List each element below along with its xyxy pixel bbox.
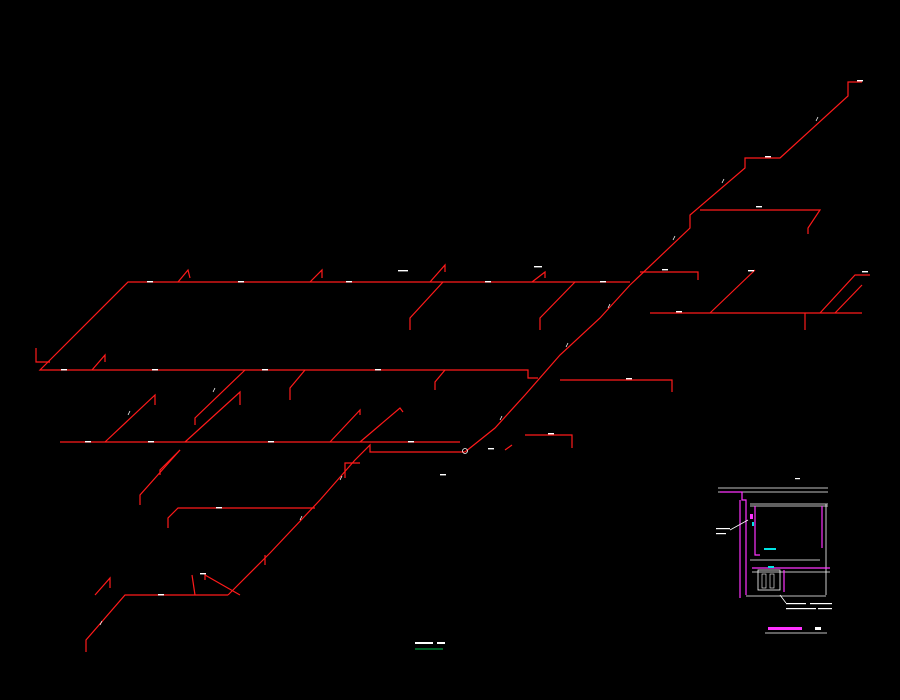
lower-branch-6 — [191, 574, 196, 596]
drop-11 — [434, 369, 446, 390]
main-pipe-middle — [464, 284, 631, 453]
drop-8 — [91, 353, 106, 371]
pipe-network — [35, 81, 870, 652]
branch-right-1 — [700, 209, 822, 234]
main-pipe-upper — [629, 81, 862, 286]
lower-branch-1 — [167, 507, 315, 528]
drop-12 — [104, 393, 156, 443]
drop-17 — [159, 449, 181, 475]
main-drawing-title — [415, 642, 445, 650]
branch-right-6 — [504, 444, 513, 451]
branch-diag-right-1 — [709, 269, 756, 314]
drop-6 — [531, 270, 546, 283]
pipe-labels — [61, 80, 868, 626]
drop-10 — [289, 369, 306, 400]
upper-branch-horizontal — [38, 281, 630, 379]
bottom-branch — [85, 594, 228, 652]
branch-right-2 — [640, 271, 699, 280]
lower-branch-2 — [344, 462, 360, 478]
lower-branch-5 — [94, 576, 111, 596]
drop-3 — [429, 263, 446, 283]
drop-1 — [177, 268, 191, 283]
branch-diag-right-4 — [834, 284, 863, 314]
lower-branch-3 — [204, 573, 241, 596]
drop-14 — [139, 449, 181, 505]
drop-2 — [309, 268, 323, 283]
drop-15 — [329, 408, 361, 443]
detail-drawing — [716, 478, 832, 634]
drop-13 — [184, 390, 241, 443]
drop-9 — [194, 369, 246, 425]
branch-right-5 — [525, 434, 573, 448]
branch-right-4 — [560, 379, 673, 392]
drop-16 — [359, 407, 404, 443]
drop-4 — [409, 281, 444, 330]
branch-diag-right-3 — [819, 274, 870, 314]
main-pipe-lower — [227, 443, 465, 596]
drop-5 — [539, 281, 576, 330]
drop-7 — [35, 348, 50, 363]
